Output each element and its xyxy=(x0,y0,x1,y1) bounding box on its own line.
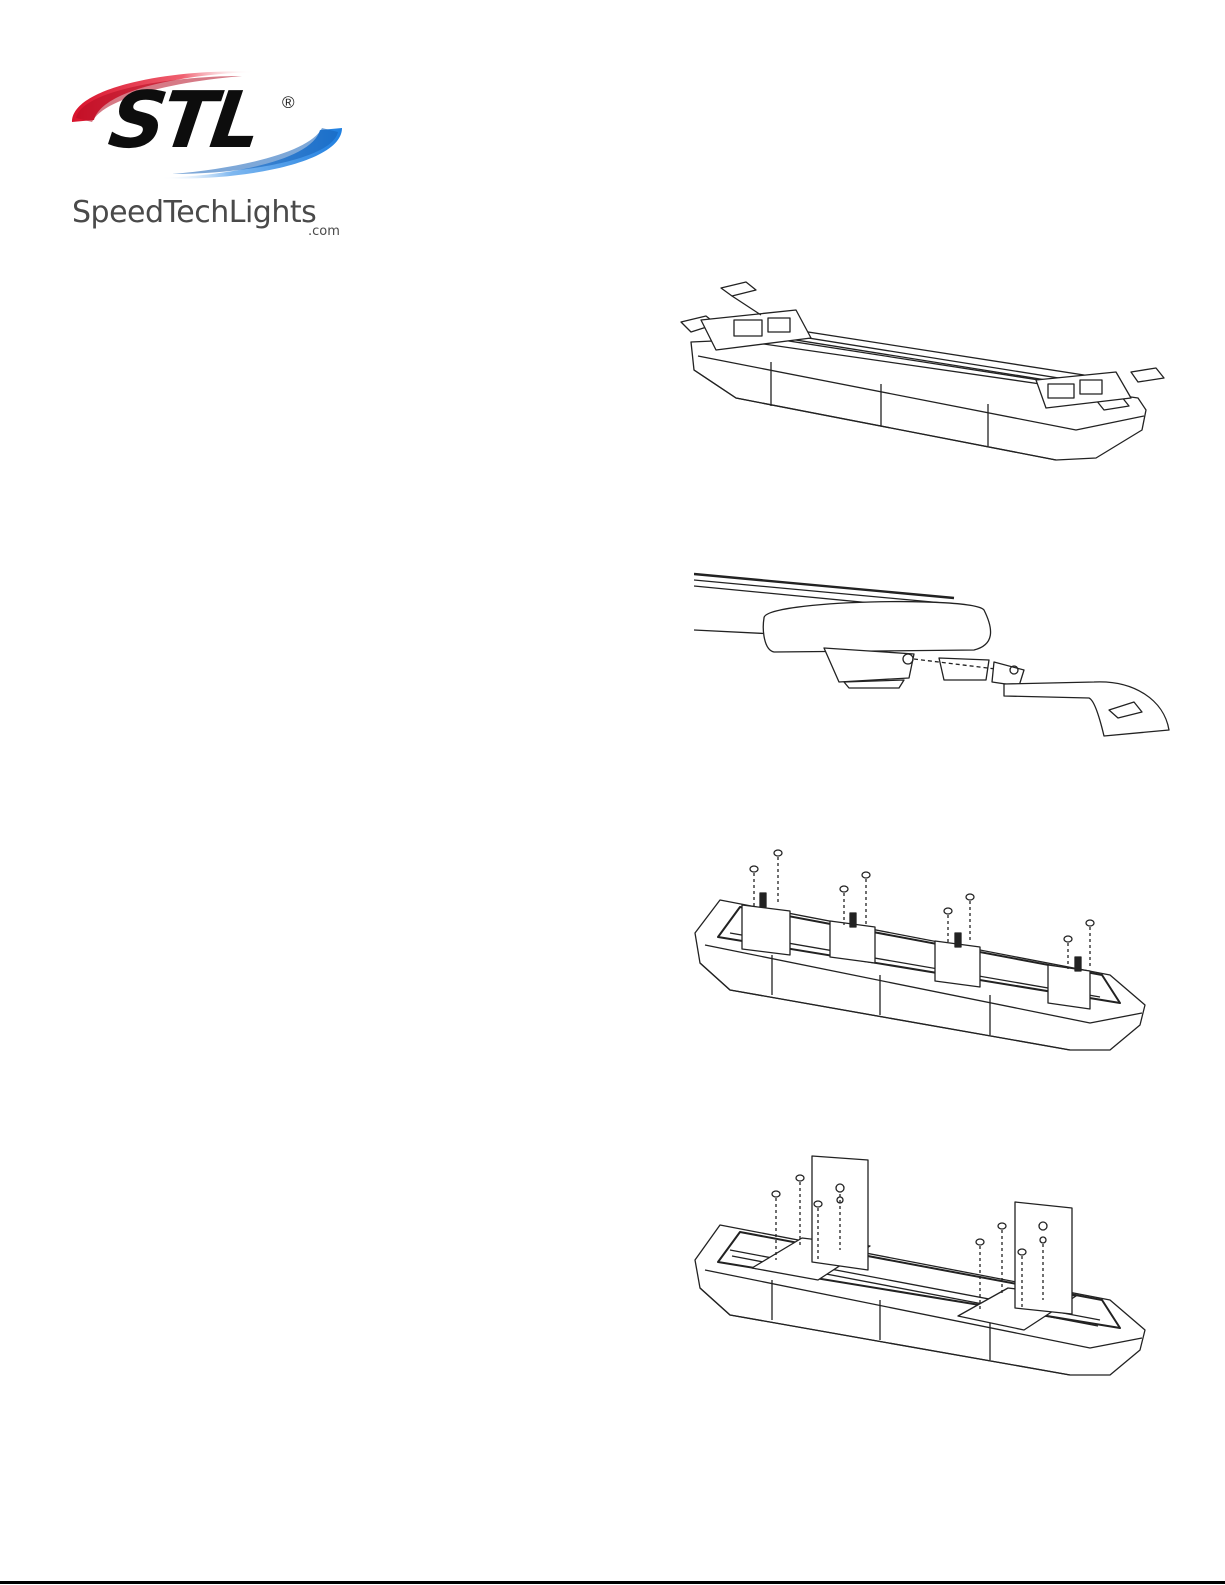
figure-end-bracket-detail xyxy=(694,570,1174,750)
logo-wordmark: STL xyxy=(105,82,263,160)
figure-lightbar-vertical-plates xyxy=(690,1150,1160,1385)
logo-company-name: SpeedTechLights xyxy=(72,195,316,230)
registered-mark: ® xyxy=(282,93,295,113)
lightbar-with-vertical-mount-plates-icon xyxy=(690,1150,1160,1380)
lightbar-with-studs-and-nuts-icon xyxy=(690,845,1160,1055)
stl-logo: STL ® SpeedTechLights .com xyxy=(62,60,352,245)
lightbar-with-roof-brackets-icon xyxy=(676,280,1166,465)
figure-lightbar-roof-brackets xyxy=(676,280,1166,470)
figure-lightbar-studs-nuts xyxy=(690,845,1160,1060)
lightbar-end-bracket-detail-icon xyxy=(694,570,1174,745)
logo-domain-suffix: .com xyxy=(308,224,340,239)
footer-rule xyxy=(0,1581,1225,1584)
